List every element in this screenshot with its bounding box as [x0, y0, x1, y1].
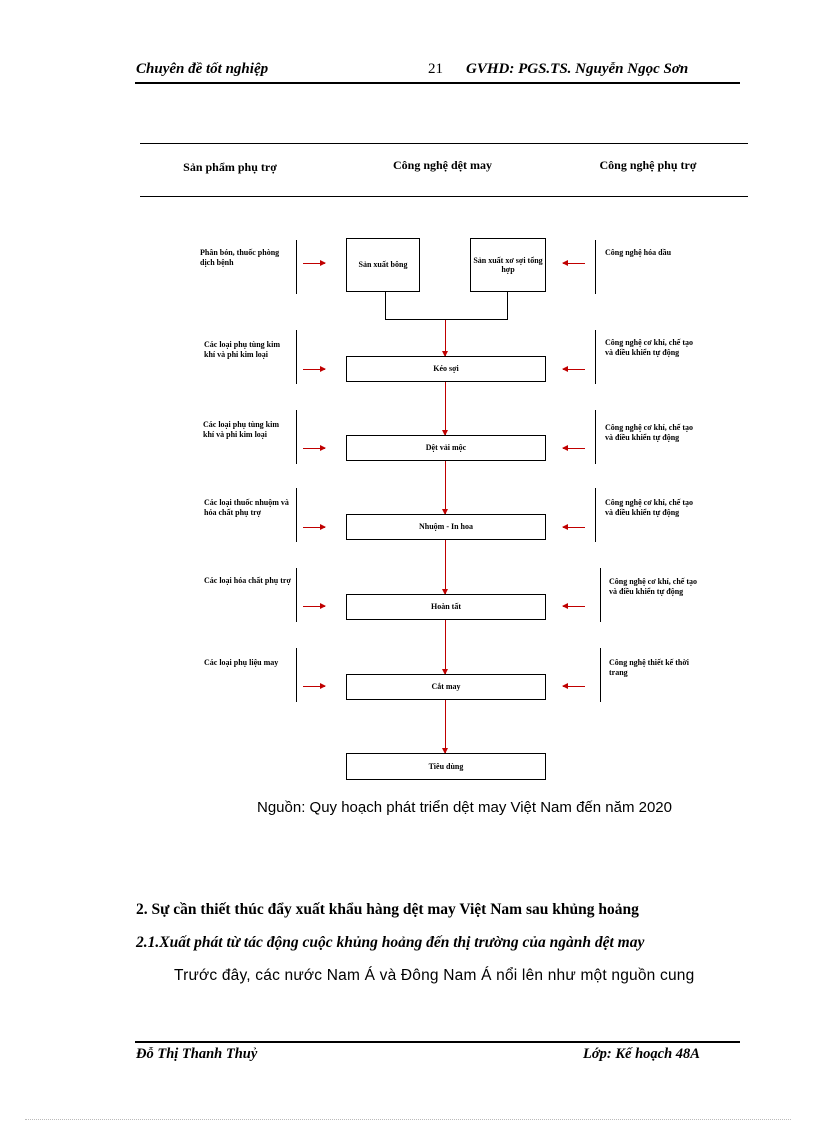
right-input-3: Công nghệ cơ khí, chế tạo và điều khiển …	[605, 423, 693, 443]
stage-spinning: Kéo sợi	[346, 356, 546, 382]
page-number: 21	[428, 61, 443, 77]
connector-fiber	[507, 292, 508, 319]
source-note: Nguồn: Quy hoạch phát triển dệt may Việt…	[257, 799, 672, 816]
left-bar-5	[296, 568, 297, 622]
left-bar-4	[296, 488, 297, 542]
right-arrow-1	[562, 260, 585, 266]
right-arrow-6	[562, 683, 585, 689]
left-arrow-2	[303, 366, 326, 372]
footer-right: Lớp: Kế hoạch 48A	[583, 1046, 700, 1062]
left-arrow-1	[303, 260, 326, 266]
right-bar-5	[600, 568, 601, 622]
right-bar-1	[595, 240, 596, 294]
left-input-4: Các loại thuốc nhuộm và hóa chất phụ trợ	[204, 498, 289, 518]
right-arrow-2	[562, 366, 585, 372]
box-synthetic-fiber-production: Sản xuất xơ sợi tổng hợp	[470, 238, 546, 292]
left-input-6: Các loại phụ liệu may	[204, 658, 279, 667]
right-arrow-3	[562, 445, 585, 451]
stage-dyeing-printing: Nhuộm - In hoa	[346, 514, 546, 540]
left-input-3: Các loại phụ tùng kim khí và phi kim loạ…	[203, 420, 280, 440]
right-input-1: Công nghệ hóa dầu	[605, 248, 672, 257]
arrow-down-4	[442, 540, 448, 595]
right-arrow-5	[562, 603, 585, 609]
left-arrow-4	[303, 524, 326, 530]
right-bar-2	[595, 330, 596, 384]
col-header-auxiliary-products: Sản phẩm phụ trợ	[183, 160, 277, 174]
left-input-2: Các loại phụ tùng kim khí và phi kim loạ…	[204, 340, 281, 360]
left-bar-6	[296, 648, 297, 702]
left-bar-2	[296, 330, 297, 384]
table-bottom-rule	[140, 196, 748, 197]
right-input-6: Công nghệ thiết kế thời trang	[609, 658, 689, 678]
col-header-textile-technology: Công nghệ dệt may	[392, 158, 492, 172]
table-top-rule	[140, 143, 748, 144]
arrow-down-1	[442, 320, 448, 357]
header-left: Chuyên đề tốt nghiệp	[136, 61, 269, 77]
arrow-down-5	[442, 620, 448, 675]
header-right: GVHD: PGS.TS. Nguyễn Ngọc Sơn	[466, 61, 689, 77]
right-bar-6	[600, 648, 601, 702]
footer-left: Đỗ Thị Thanh Thuỷ	[136, 1046, 258, 1062]
left-bar-1	[296, 240, 297, 294]
left-arrow-5	[303, 603, 326, 609]
body-paragraph: Trước đây, các nước Nam Á và Đông Nam Á …	[174, 967, 695, 984]
stage-finishing: Hoàn tất	[346, 594, 546, 620]
page-edge-dotted-line	[25, 1119, 791, 1120]
stage-cutting-sewing: Cắt may	[346, 674, 546, 700]
left-arrow-6	[303, 683, 326, 689]
box-cotton-production: Sản xuất bông	[346, 238, 420, 292]
right-arrow-4	[562, 524, 585, 530]
right-input-5: Công nghệ cơ khí, chế tạo và điều khiển …	[609, 577, 697, 597]
header-rule	[135, 82, 740, 84]
left-input-1: Phân bón, thuốc phòng dịch bệnh	[200, 248, 280, 268]
left-arrow-3	[303, 445, 326, 451]
section-heading: 2. Sự cần thiết thúc đẩy xuất khẩu hàng …	[136, 901, 639, 918]
connector-join	[385, 319, 508, 320]
left-bar-3	[296, 410, 297, 464]
right-input-4: Công nghệ cơ khí, chế tạo và điều khiển …	[605, 498, 693, 518]
arrow-down-2	[442, 382, 448, 436]
left-input-5: Các loại hóa chất phụ trợ	[204, 576, 291, 585]
connector-cotton	[385, 292, 386, 319]
right-bar-4	[595, 488, 596, 542]
right-input-2: Công nghệ cơ khí, chế tạo và điều khiển …	[605, 338, 693, 358]
col-header-auxiliary-technology: Công nghệ phụ trợ	[599, 158, 697, 172]
arrow-down-6	[442, 700, 448, 754]
right-bar-3	[595, 410, 596, 464]
stage-weaving: Dệt vải mộc	[346, 435, 546, 461]
footer-rule	[135, 1041, 740, 1043]
subsection-heading: 2.1.Xuất phát từ tác động cuộc khủng hoả…	[136, 934, 645, 951]
arrow-down-3	[442, 461, 448, 515]
stage-consumption: Tiêu dùng	[346, 753, 546, 780]
